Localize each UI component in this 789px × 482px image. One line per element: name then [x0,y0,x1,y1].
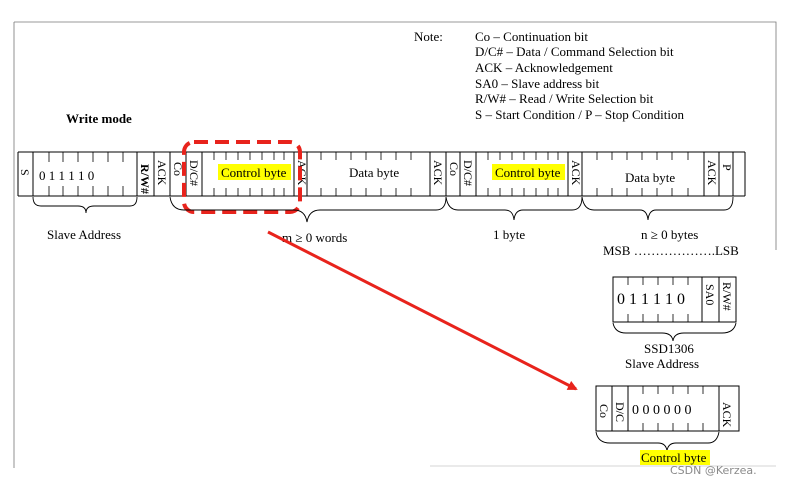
dc-bit: D/C [613,402,627,422]
start-bit: S [18,169,32,176]
rw-bit: R/W# [720,282,734,311]
control-byte-label-highlight [640,450,710,465]
data-byte-cell: Data byte [349,165,399,180]
dc-bit: D/C# [461,160,475,186]
write-frame [17,151,746,197]
ssd1306-subtitle: Slave Address [625,356,699,371]
ssd1306-address-box [612,276,737,323]
control-byte-focus-box [182,140,302,214]
co-bit: Co [171,162,185,176]
note-heading: Note: [414,29,443,44]
control-byte-detail-box [595,385,740,432]
slave-address-label: Slave Address [47,227,121,242]
m-words-label: m ≥ 0 words [282,230,347,245]
sa0-bit: SA0 [703,284,717,305]
note-line: ACK – Acknowledgement [475,60,613,75]
data-byte-cell: Data byte [625,170,675,185]
ack-bit: ACK [155,160,169,186]
co-bit: Co [597,404,611,418]
dc-bit: D/C# [187,160,201,186]
rw-bit: R/W# [138,164,152,194]
page-border [14,21,777,250]
control-detail-brace [595,431,720,452]
write-mode-label: Write mode [66,111,132,126]
ack-bit: ACK [569,160,583,186]
stop-bit: P [720,164,734,171]
control-byte-highlight [492,164,565,180]
ack-bit: ACK [705,160,719,186]
control-byte-highlight [218,164,291,180]
control-byte-cell: Control byte [221,165,287,180]
n-bytes-label: n ≥ 0 bytes [641,227,698,242]
ssd1306-brace [612,322,737,342]
slave-address-bits: 0 1 1 1 1 0 [39,168,94,183]
note-line: S – Start Condition / P – Stop Condition [475,107,684,122]
msb-lsb-label: MSB ……………….LSB [603,243,739,258]
pointer-arrow [267,230,578,391]
note-line: D/C# – Data / Command Selection bit [475,44,674,59]
ack-bit: ACK [720,402,734,428]
note-line: Co – Continuation bit [475,29,588,44]
ssd1306-address-bits: 0 1 1 1 1 0 [617,291,685,308]
note-line: SA0 – Slave address bit [475,76,600,91]
one-byte-label: 1 byte [493,227,525,242]
control-byte-cell: Control byte [495,165,561,180]
control-byte-detail-label: Control byte [641,450,707,465]
group-braces [32,196,734,223]
control-detail-bits: 0 0 0 0 0 0 [632,403,692,418]
ssd1306-title: SSD1306 [644,341,694,356]
co-bit: Co [447,162,461,176]
ack-bit: ACK [431,160,445,186]
note-line: R/W# – Read / Write Selection bit [475,91,654,106]
watermark: CSDN @Kerzea. [670,464,757,477]
